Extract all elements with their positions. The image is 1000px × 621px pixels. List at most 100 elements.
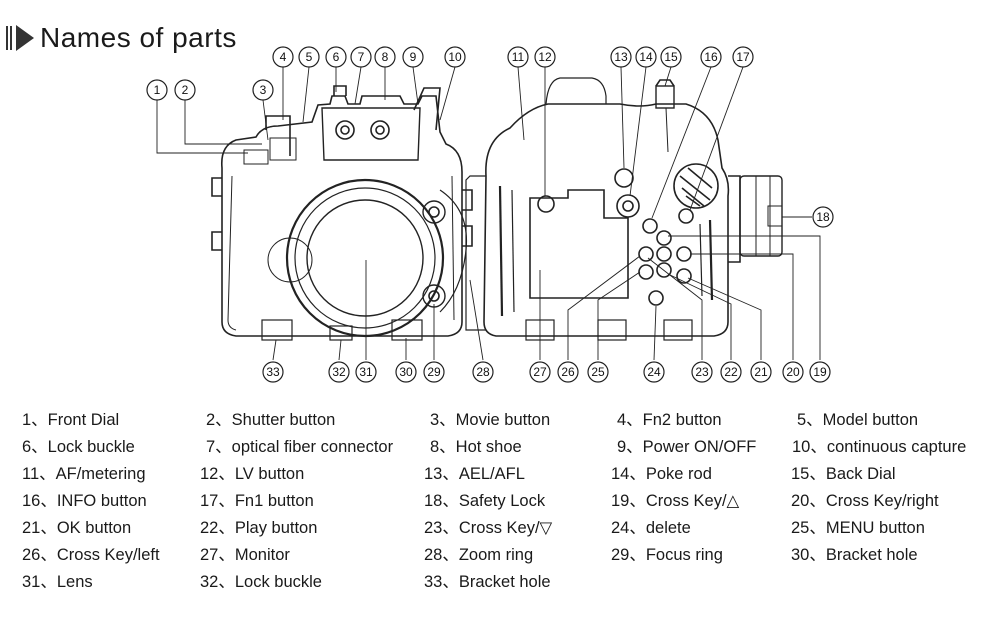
legend-item: 20、Cross Key/right: [791, 492, 939, 510]
callout-number: 5: [306, 50, 313, 64]
callout-number: 15: [664, 50, 678, 64]
legend-item: 6、Lock buckle: [22, 438, 135, 456]
callout-14: 14: [635, 46, 657, 68]
legend-item: 29、Focus ring: [611, 546, 723, 564]
legend-item: 23、Cross Key/▽: [424, 519, 553, 537]
legend-item: 31、Lens: [22, 573, 93, 591]
callout-number: 21: [754, 365, 768, 379]
legend-item: 19、Cross Key/△: [611, 492, 740, 510]
callout-number: 25: [591, 365, 605, 379]
legend-item: 24、delete: [611, 519, 691, 537]
legend-item: 5、Model button: [797, 411, 919, 429]
legend-item: 7、optical fiber connector: [206, 438, 394, 456]
callout-number: 4: [280, 50, 287, 64]
callout-10: 10: [444, 46, 466, 68]
callout-number: 13: [614, 50, 628, 64]
callout-number: 11: [512, 50, 525, 64]
callout-number: 31: [359, 365, 373, 379]
callout-1: 1: [146, 79, 168, 101]
callout-number: 8: [382, 50, 389, 64]
legend-item: 4、Fn2 button: [617, 411, 722, 429]
callout-31: 31: [355, 361, 377, 383]
legend-item: 21、OK button: [22, 519, 132, 537]
callout-number: 2: [182, 83, 189, 97]
callout-number: 9: [410, 50, 417, 64]
parts-legend: 1、Front Dial 2、Shutter button 3、Movie bu…: [22, 406, 994, 596]
callout-20: 20: [782, 361, 804, 383]
callout-8: 8: [374, 46, 396, 68]
callout-3: 3: [252, 79, 274, 101]
callout-25: 25: [587, 361, 609, 383]
page-title: Names of parts: [6, 18, 237, 58]
callout-number: 3: [260, 83, 267, 97]
legend-item: 18、Safety Lock: [424, 492, 546, 510]
leader-lines: [156, 66, 821, 361]
callout-number: 24: [647, 365, 661, 379]
front-housing-drawing: [211, 85, 473, 341]
callout-18: 18: [812, 206, 834, 228]
callout-30: 30: [395, 361, 417, 383]
legend-item: 2、Shutter button: [206, 411, 336, 429]
legend-item: 1、Front Dial: [22, 411, 120, 429]
legend-item: 28、Zoom ring: [424, 546, 534, 564]
callout-9: 9: [402, 46, 424, 68]
legend-item: 32、Lock buckle: [200, 573, 322, 591]
title-arrow-icon: [6, 25, 34, 51]
callout-22: 22: [720, 361, 742, 383]
callout-number: 22: [724, 365, 738, 379]
callout-number: 26: [561, 365, 575, 379]
callout-5: 5: [298, 46, 320, 68]
callout-16: 16: [700, 46, 722, 68]
callout-number: 23: [695, 365, 709, 379]
callout-number: 12: [538, 50, 552, 64]
callout-23: 23: [691, 361, 713, 383]
callout-number: 18: [816, 210, 830, 224]
legend-item: 8、Hot shoe: [430, 438, 522, 456]
callout-17: 17: [732, 46, 754, 68]
legend-item: 10、continuous capture: [792, 438, 967, 456]
callout-number: 1: [154, 83, 161, 97]
legend-item: 22、Play button: [200, 519, 318, 537]
callout-number: 10: [448, 50, 462, 64]
callout-number: 27: [533, 365, 547, 379]
callout-number: 19: [813, 365, 827, 379]
callout-number: 28: [476, 365, 490, 379]
callout-number: 16: [704, 50, 718, 64]
legend-item: 11、AF/metering: [22, 465, 146, 483]
callout-33: 33: [262, 361, 284, 383]
legend-item: 33、Bracket hole: [424, 573, 551, 591]
callout-number: 7: [358, 50, 365, 64]
legend-item: 25、MENU button: [791, 519, 925, 537]
callout-number: 32: [332, 365, 346, 379]
title-text: Names of parts: [40, 22, 237, 53]
legend-item: 15、Back Dial: [791, 465, 896, 483]
callouts: 1 2 3 4 5 6 7 8 9 10 11 12 13 14 15 16 1…: [146, 46, 834, 383]
callout-number: 17: [736, 50, 750, 64]
callout-number: 6: [333, 50, 340, 64]
callout-2: 2: [174, 79, 196, 101]
legend-item: 3、Movie button: [430, 411, 551, 429]
legend-item: 12、LV button: [200, 465, 305, 483]
callout-28: 28: [472, 361, 494, 383]
legend-item: 30、Bracket hole: [791, 546, 918, 564]
callout-11: 11: [507, 46, 529, 68]
callout-number: 14: [639, 50, 653, 64]
callout-4: 4: [272, 46, 294, 68]
callout-number: 29: [427, 365, 441, 379]
callout-number: 30: [399, 365, 413, 379]
legend-item: 26、Cross Key/left: [22, 546, 160, 564]
legend-item: 16、INFO button: [22, 492, 147, 510]
callout-13: 13: [610, 46, 632, 68]
callout-21: 21: [750, 361, 772, 383]
legend-item: 27、Monitor: [200, 546, 290, 564]
callout-24: 24: [643, 361, 665, 383]
callout-7: 7: [350, 46, 372, 68]
legend-item: 9、Power ON/OFF: [617, 438, 757, 456]
callout-12: 12: [534, 46, 556, 68]
callout-26: 26: [557, 361, 579, 383]
legend-item: 13、AEL/AFL: [424, 465, 525, 483]
callout-number: 33: [266, 365, 280, 379]
callout-29: 29: [423, 361, 445, 383]
callout-19: 19: [809, 361, 831, 383]
legend-item: 17、Fn1 button: [200, 492, 314, 510]
